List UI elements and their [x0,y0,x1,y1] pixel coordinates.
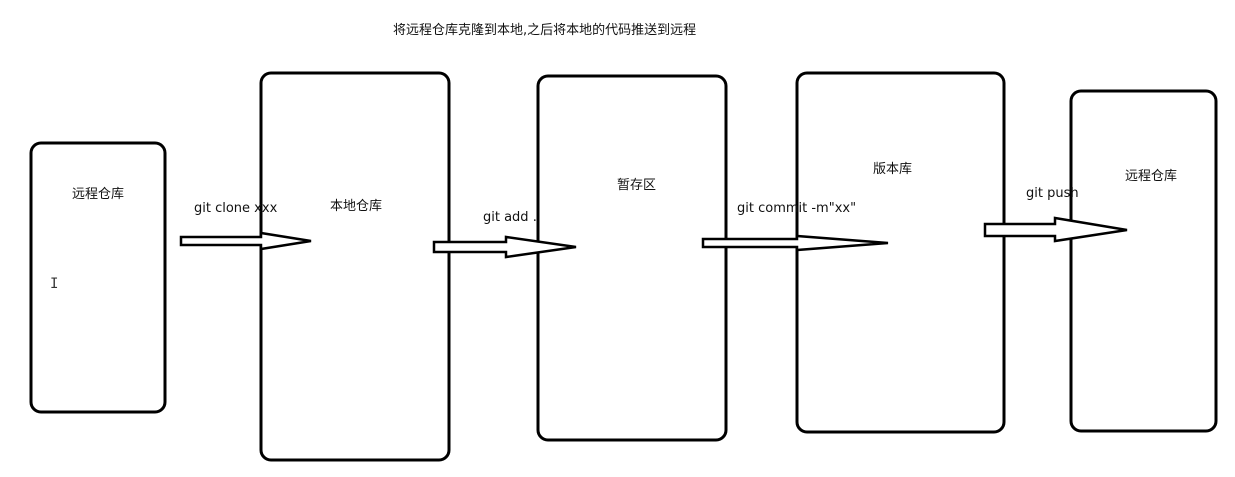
node-label-version-repo: 版本库 [873,162,913,177]
arrow-commit [701,234,889,252]
diagram-title: 将远程仓库克隆到本地,之后将本地的代码推送到远程 [393,23,697,38]
node-label-remote-repo-target: 远程仓库 [1125,169,1178,184]
edge-label-push: git push [1026,186,1079,201]
arrow-add [432,235,577,259]
edge-label-clone: git clone xxx [194,201,278,216]
edge-label-commit: git commit -m"xx" [737,201,857,216]
box-local-repo [259,71,451,462]
arrow-clone [179,231,312,251]
box-staging-area [536,74,728,442]
box-remote-repo-target [1069,89,1218,433]
text-cursor-icon: I [50,276,59,292]
node-label-remote-repo-source: 远程仓库 [72,187,125,202]
box-remote-repo-source [29,141,167,414]
box-version-repo [795,71,1006,434]
node-label-staging-area: 暂存区 [617,178,657,193]
arrow-push [983,216,1128,243]
node-label-local-repo: 本地仓库 [330,199,383,214]
edge-label-add: git add . [483,210,537,225]
